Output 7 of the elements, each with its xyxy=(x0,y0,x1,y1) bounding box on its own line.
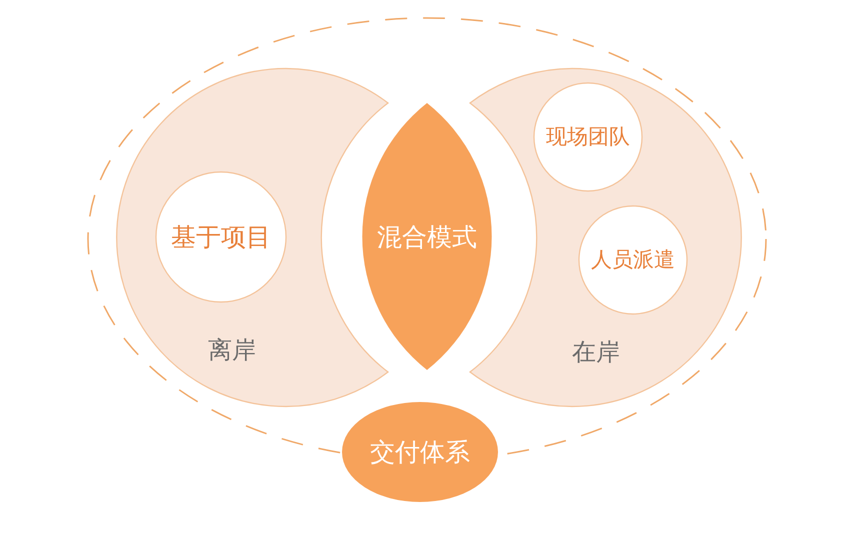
node-label: 人员派遣 xyxy=(591,250,675,270)
node-label: 交付体系 xyxy=(370,440,470,464)
node-label: 混合模式 xyxy=(377,224,477,250)
node-label: 基于项目 xyxy=(171,224,271,250)
node-label: 在岸 xyxy=(572,340,620,364)
node-label: 现场团队 xyxy=(546,126,630,148)
node-label: 离岸 xyxy=(208,338,256,362)
